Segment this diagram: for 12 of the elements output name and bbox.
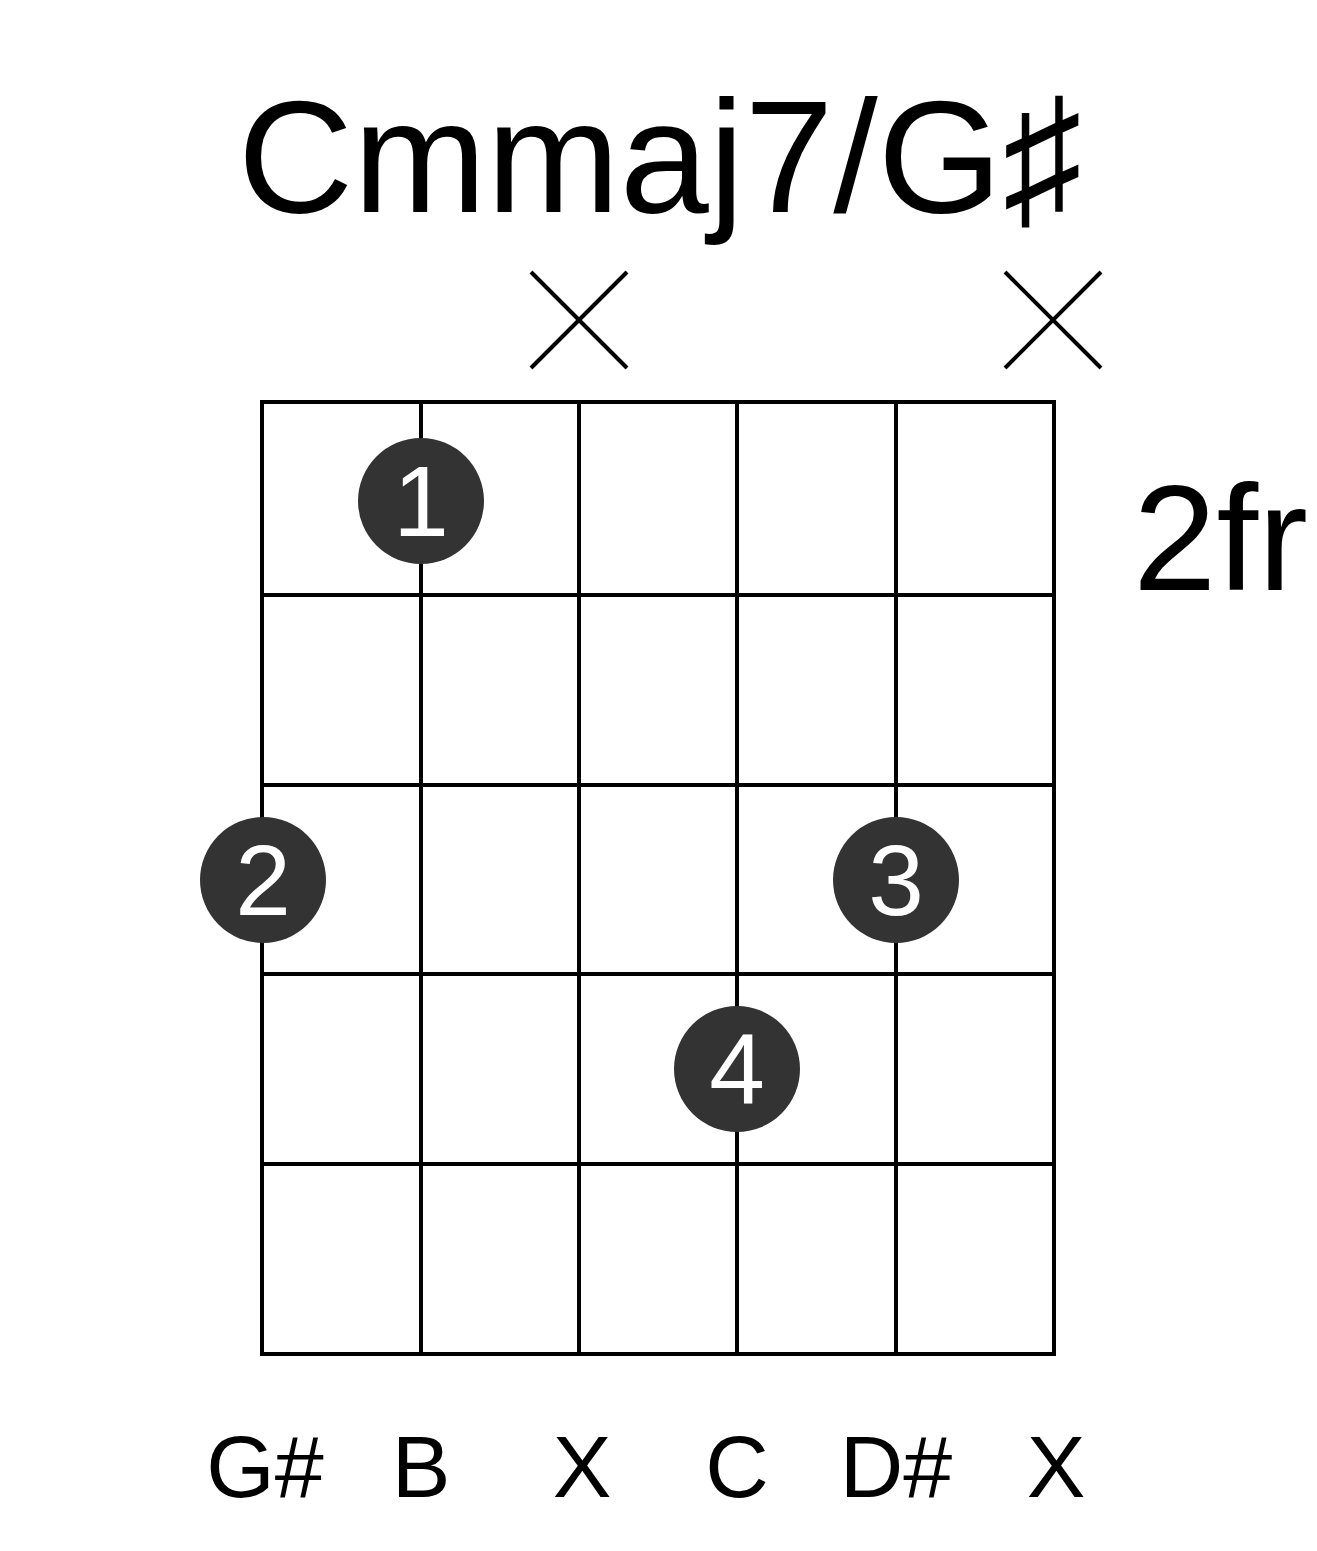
note-label: G# <box>206 1415 324 1518</box>
note-label: D# <box>839 1415 953 1518</box>
muted-string-label: X <box>1026 1415 1086 1518</box>
finger-dot: 1 <box>358 438 484 564</box>
finger-dot: 4 <box>674 1006 800 1132</box>
note-label: B <box>391 1415 451 1518</box>
fret-position-label: 2fr <box>1133 452 1309 624</box>
chord-title: Cmmaj7/G♯ <box>237 65 1083 248</box>
finger-dot: 2 <box>200 817 326 943</box>
muted-string-label: X <box>552 1415 612 1518</box>
note-label: C <box>705 1415 769 1518</box>
finger-dot: 3 <box>833 817 959 943</box>
